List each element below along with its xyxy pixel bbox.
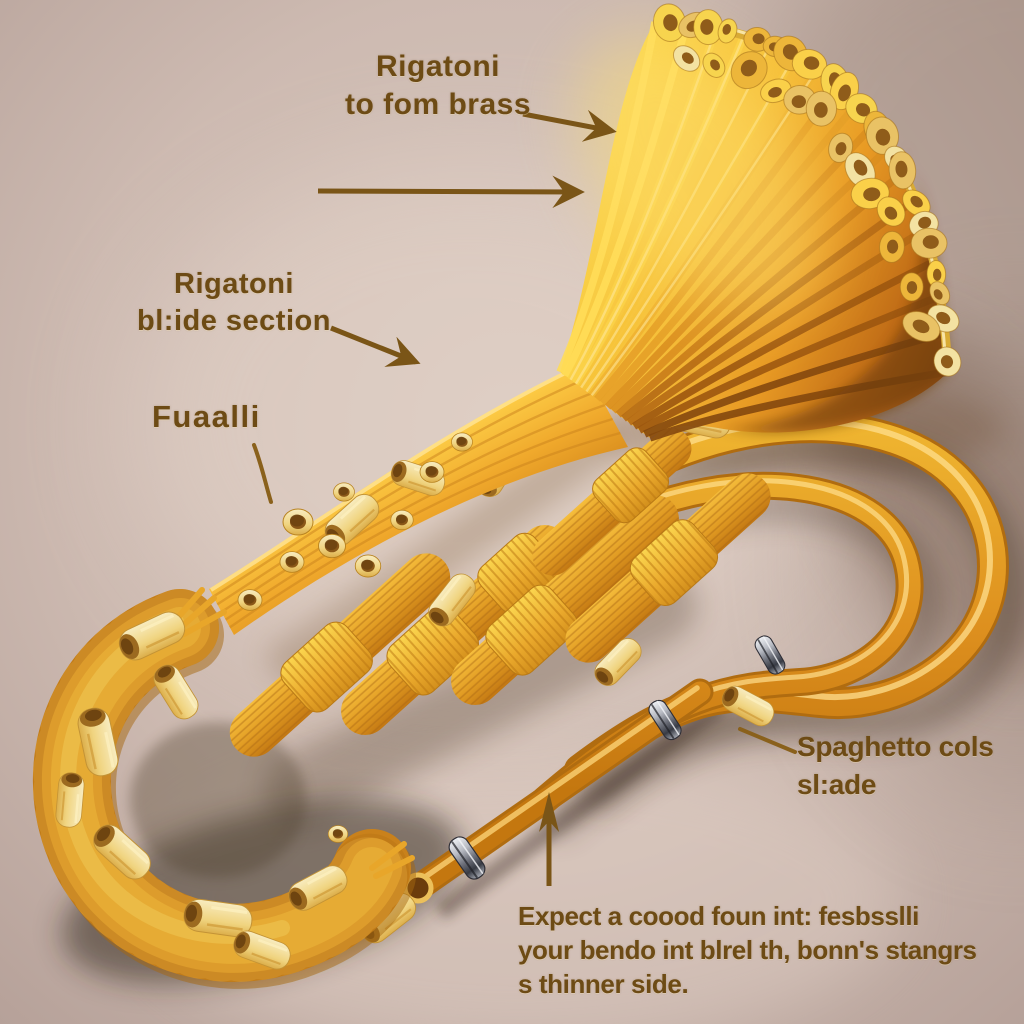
label-slide-section: Rigatoni bl:ide section <box>121 266 347 340</box>
bell-rim-pasta-tubes <box>652 3 962 377</box>
bell-label-arrow-icon <box>522 109 617 142</box>
caption-line1: Expect a coood foun int: fesbsslli <box>518 901 920 931</box>
caption-line3: s thinner side. <box>518 969 689 999</box>
caption-paragraph: Expect a coood foun int: fesbsslli your … <box>518 899 977 1001</box>
label-fusilli: Fuaalli <box>152 399 261 435</box>
label-slide-line1: Rigatoni <box>174 268 294 300</box>
caption-up-arrow-icon <box>539 792 559 886</box>
label-spaghetti-line1: Spaghetto cols <box>797 731 994 762</box>
annotation-arrows <box>252 109 797 886</box>
label-bell: Rigatoni to fom brass <box>327 48 549 124</box>
frayed-bundle-ends <box>171 587 415 879</box>
bell <box>556 3 962 442</box>
label-bell-line1: Rigatoni <box>376 50 500 83</box>
spaghetti-leader-line <box>738 727 797 754</box>
label-slide-line2: bl:ide section <box>137 305 331 337</box>
long-right-arrow-icon <box>317 175 585 209</box>
fusilli-leader-line <box>252 443 273 504</box>
label-spaghetti-line2: sl:ade <box>797 769 877 800</box>
mouthpipe-loop <box>32 587 416 989</box>
label-spaghetti-coils: Spaghetto cols sl:ade <box>797 728 994 804</box>
valve-section <box>229 428 780 950</box>
label-fusilli-text: Fuaalli <box>152 399 261 434</box>
caption-line2: your bendo int blrel th, bonn's stangrs <box>518 935 977 965</box>
slide-label-arrow-icon <box>330 325 421 367</box>
label-bell-line2: to fom brass <box>344 88 532 121</box>
leadpipe <box>49 363 765 843</box>
